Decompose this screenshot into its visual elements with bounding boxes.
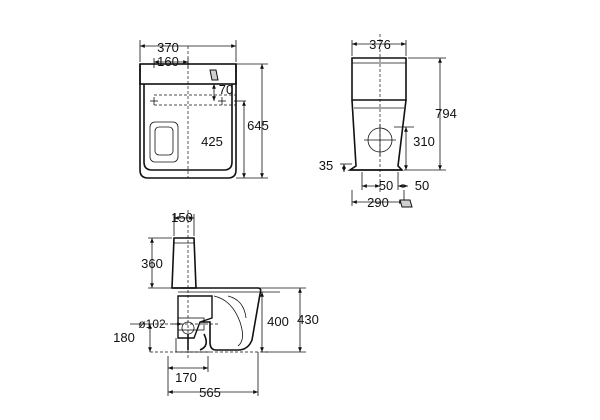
top-width-inner-label: 160: [157, 54, 179, 69]
top-width-total-label: 370: [157, 40, 179, 55]
side-seat-height-label: 400: [267, 314, 289, 329]
side-total-height-label: 430: [297, 312, 319, 327]
side-outlet-offset-label: 170: [175, 370, 197, 385]
side-view-trap: [177, 295, 213, 339]
front-view-tank: [351, 57, 407, 101]
top-view-seat: [149, 121, 179, 163]
top-view-lid: [143, 84, 233, 171]
water-inlet-icon: [399, 199, 413, 208]
front-outlet-height-label: 310: [413, 134, 435, 149]
front-view-bowl: [347, 99, 407, 171]
front-fixing-offset-b-label: 50: [415, 178, 429, 193]
top-depth-lower-label: 425: [201, 134, 223, 149]
side-view-bowl: [172, 287, 262, 351]
water-inlet-icon: [209, 69, 219, 81]
front-base-height-label: 35: [319, 158, 333, 173]
front-width-label: 376: [369, 37, 391, 52]
front-fixing-offset-a-label: 50: [379, 178, 393, 193]
top-depth-total-label: 645: [247, 118, 269, 133]
front-fixing-spacing-label: 290: [367, 195, 389, 210]
front-height-label: 794: [435, 106, 457, 121]
side-view-tank: [171, 237, 197, 289]
side-total-depth-label: 565: [199, 385, 221, 400]
side-tank-depth-label: 150: [171, 210, 193, 225]
side-tank-height-label: 360: [141, 256, 163, 271]
front-view: 376 794 310 35 50 50 290: [319, 34, 457, 210]
side-view: 150 360 ø102 180 400 430 170 565: [113, 210, 319, 400]
top-depth-upper-label: 70: [219, 82, 233, 97]
side-outlet-diameter-label: ø102: [138, 317, 166, 331]
side-outlet-axis-height-label: 180: [113, 330, 135, 345]
top-view: 370 160 70 425 645: [139, 40, 269, 179]
